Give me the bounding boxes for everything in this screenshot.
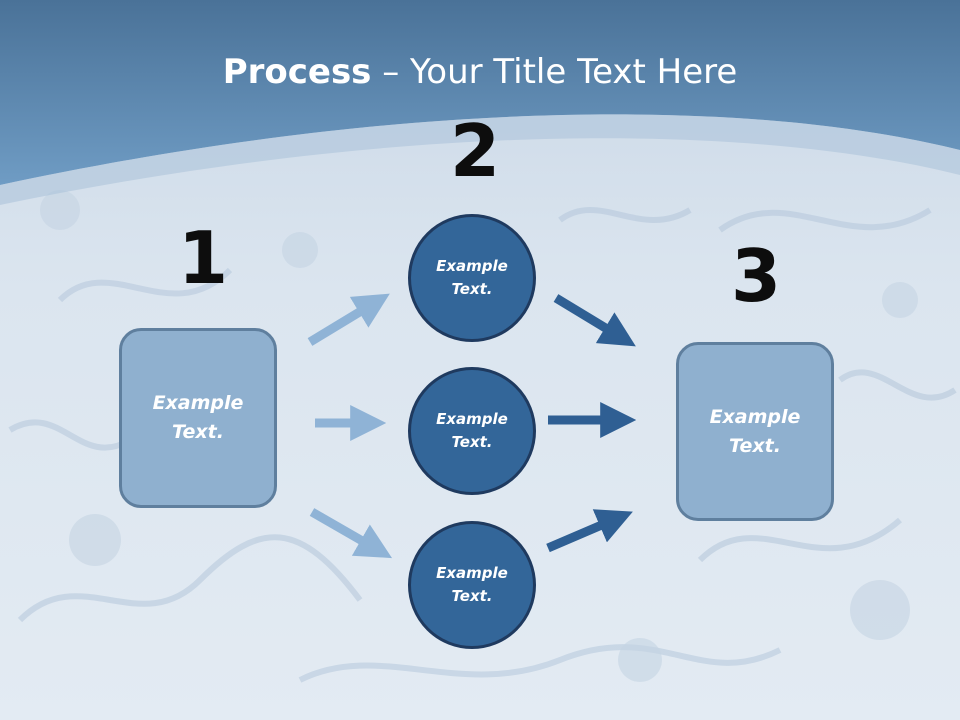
title-bold: Process (222, 52, 372, 92)
step-1-text-line1: Example (152, 392, 244, 414)
step-number-2: 2 (450, 109, 501, 193)
step-number-1: 1 (178, 216, 229, 300)
arrow-circle1-to-box3 (553, 294, 636, 347)
circle-2-text-line2: Text. (451, 433, 493, 451)
step-2-circle-1: Example Text. (408, 214, 536, 342)
step-2-circle-3: Example Text. (408, 521, 536, 649)
step-3-text-line1: Example (709, 405, 801, 428)
circle-1-text-line2: Text. (451, 280, 493, 298)
circle-1-text-line1: Example (436, 257, 508, 275)
slide-title: Process – Your Title Text Here (0, 52, 960, 92)
circle-2-text-line1: Example (436, 410, 508, 428)
arrow-box1-to-circle3 (309, 508, 393, 559)
arrow-box1-to-circle1 (307, 293, 390, 346)
arrow-circle3-to-box3 (546, 509, 633, 553)
title-rest: – Your Title Text Here (371, 52, 738, 92)
step-3-text-line2: Text. (729, 434, 781, 457)
step-number-3: 3 (731, 234, 782, 318)
step-1-text-line2: Text. (172, 421, 224, 443)
step-2-circle-2: Example Text. (408, 367, 536, 495)
circle-3-text-line1: Example (436, 564, 508, 582)
circle-3-text-line2: Text. (451, 587, 493, 605)
step-3-box: Example Text. (676, 342, 834, 521)
step-1-box: Example Text. (119, 328, 277, 508)
